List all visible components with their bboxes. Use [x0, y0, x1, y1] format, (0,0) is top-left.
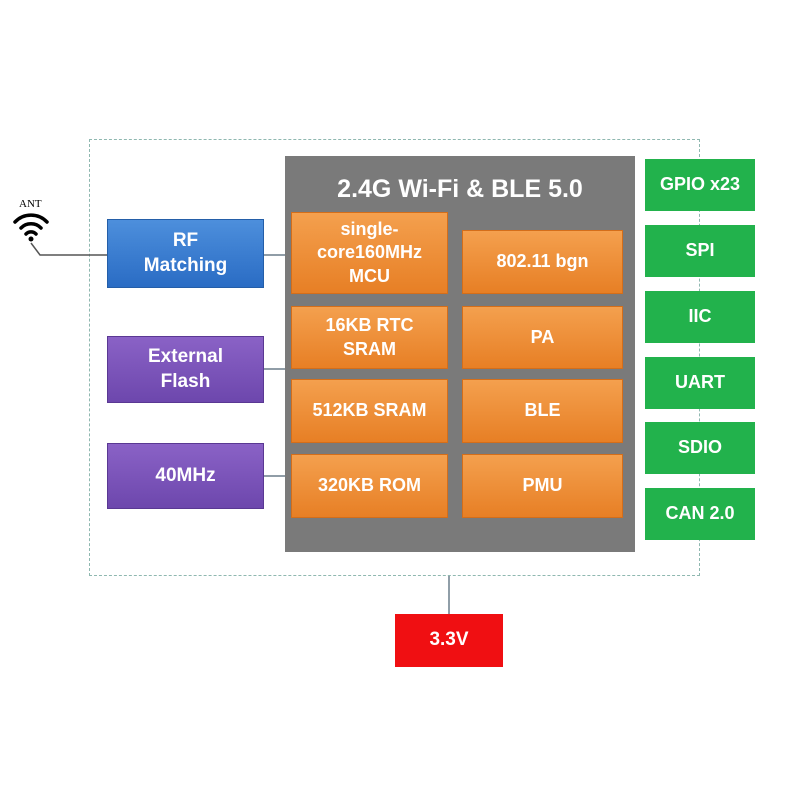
external-flash-label: External Flash	[148, 345, 223, 392]
wifi-phy-block: 802.11 bgn	[462, 230, 623, 294]
ble-label: BLE	[524, 400, 561, 421]
power-label: 3.3V	[429, 629, 469, 651]
rf-matching-label: RF Matching	[143, 229, 228, 276]
pa-label: PA	[530, 326, 555, 347]
interface-spi-label: SPI	[685, 240, 715, 261]
pmu-label: PMU	[522, 475, 563, 496]
interface-can: CAN 2.0	[645, 488, 755, 540]
antenna-label: ANT	[19, 198, 42, 210]
sram-label: 512KB SRAM	[312, 400, 427, 421]
wifi-phy-label: 802.11 bgn	[496, 251, 589, 272]
rom-label: 320KB ROM	[317, 475, 422, 496]
crystal-block: 40MHz	[107, 443, 264, 509]
mcu-block: single- core160MHz MCU	[291, 212, 448, 294]
rtc-sram-block: 16KB RTC SRAM	[291, 306, 448, 369]
interface-iic: IIC	[645, 291, 755, 343]
chip-title: 2.4G Wi-Fi & BLE 5.0	[337, 175, 583, 203]
ble-block: BLE	[462, 379, 623, 443]
rom-block: 320KB ROM	[291, 454, 448, 518]
pa-block: PA	[462, 306, 623, 369]
interface-spi: SPI	[645, 225, 755, 277]
external-flash-block: External Flash	[107, 336, 264, 403]
mcu-block-label: single- core160MHz MCU	[316, 218, 423, 286]
interface-uart: UART	[645, 357, 755, 409]
interface-sdio-label: SDIO	[677, 437, 722, 458]
rtc-sram-label: 16KB RTC SRAM	[325, 315, 414, 359]
pmu-block: PMU	[462, 454, 623, 518]
interface-sdio: SDIO	[645, 422, 755, 474]
interface-iic-label: IIC	[688, 306, 712, 327]
power-block: 3.3V	[395, 614, 503, 667]
interface-gpio: GPIO x23	[645, 159, 755, 211]
interface-can-label: CAN 2.0	[665, 503, 735, 524]
interface-gpio-label: GPIO x23	[659, 174, 741, 195]
wifi-icon	[13, 213, 49, 242]
interface-uart-label: UART	[675, 372, 725, 393]
sram-block: 512KB SRAM	[291, 379, 448, 443]
rf-matching-block: RF Matching	[107, 219, 264, 288]
crystal-label: 40MHz	[155, 464, 216, 486]
